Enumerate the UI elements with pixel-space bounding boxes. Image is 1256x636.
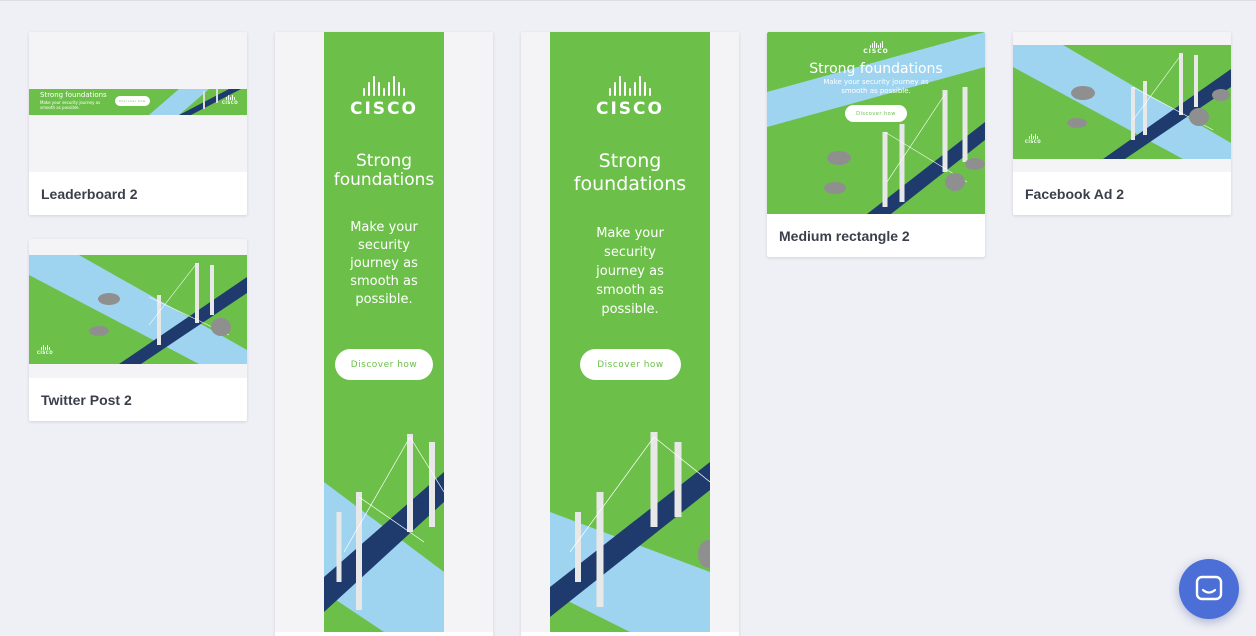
medium-rectangle-cta: Discover how [845, 105, 907, 122]
skyscraper-cta: Discover how [335, 349, 433, 380]
skyscraper-cisco-logo: CISCO [324, 76, 444, 119]
medium-rectangle-cisco-logo: CISCO [767, 41, 985, 55]
wide-skyscraper-headline: Strong foundations [573, 150, 687, 195]
bridge-illustration [767, 32, 985, 214]
preview-facebook: CISCO [1013, 32, 1231, 172]
card-label: Medium rectangle 2 [779, 227, 910, 244]
wide-skyscraper-cisco-logo: CISCO [550, 76, 710, 119]
card-skyscraper[interactable]: CISCO Strong foundations Make your secur… [275, 32, 493, 636]
skyscraper-headline: Strong foundations [333, 151, 435, 190]
preview-leaderboard: Strong foundations Make your security jo… [29, 32, 247, 172]
card-leaderboard-2[interactable]: Strong foundations Make your security jo… [29, 32, 247, 215]
medium-rectangle-headline: Strong foundations [809, 61, 943, 77]
wide-skyscraper-body: Make your security journey as smooth as … [596, 226, 664, 317]
skyscraper-body: Make your security journey as smooth as … [350, 220, 418, 307]
medium-rectangle-body: Make your security journey as smooth as … [823, 78, 929, 95]
medium-rectangle-ad: CISCO Strong foundations Make your secur… [767, 32, 985, 214]
preview-wide-skyscraper: CISCO Strong foundations Make your secur… [521, 32, 739, 632]
card-wide-skyscraper[interactable]: CISCO Strong foundations Make your secur… [521, 32, 739, 636]
leaderboard-headline: Strong foundations [40, 91, 107, 99]
chat-bubble-icon [1194, 574, 1224, 604]
facebook-cisco-logo: CISCO [1025, 134, 1041, 144]
card-label: Leaderboard 2 [41, 185, 138, 202]
leaderboard-body: Make your security journey as smooth as … [40, 100, 101, 110]
wide-skyscraper-cta: Discover how [580, 349, 681, 380]
card-label: Twitter Post 2 [41, 391, 132, 408]
leaderboard-ad: Strong foundations Make your security jo… [29, 89, 247, 115]
bridge-illustration [550, 432, 710, 632]
preview-skyscraper: CISCO Strong foundations Make your secur… [275, 32, 493, 632]
chat-launcher-button[interactable] [1179, 559, 1239, 619]
card-label: Facebook Ad 2 [1025, 185, 1125, 202]
card-facebook-ad-2[interactable]: CISCO Facebook Ad 2 [1013, 32, 1231, 215]
wide-skyscraper-ad: CISCO Strong foundations Make your secur… [550, 32, 710, 632]
leaderboard-cta: Discover how [115, 96, 150, 106]
twitter-ad: CISCO [29, 255, 247, 364]
bridge-illustration [149, 89, 241, 115]
bridge-illustration [1013, 45, 1231, 159]
card-twitter-post-2[interactable]: CISCO Twitter Post 2 [29, 239, 247, 421]
skyscraper-ad: CISCO Strong foundations Make your secur… [324, 32, 444, 632]
facebook-ad: CISCO [1013, 45, 1231, 159]
bridge-illustration [324, 434, 444, 632]
card-medium-rectangle-2[interactable]: CISCO Strong foundations Make your secur… [767, 32, 985, 257]
preview-twitter: CISCO [29, 239, 247, 378]
bridge-illustration [29, 255, 247, 364]
leaderboard-cisco-logo: CISCO [222, 95, 238, 105]
preview-medium-rectangle: CISCO Strong foundations Make your secur… [767, 32, 985, 214]
twitter-cisco-logo: CISCO [37, 345, 53, 355]
